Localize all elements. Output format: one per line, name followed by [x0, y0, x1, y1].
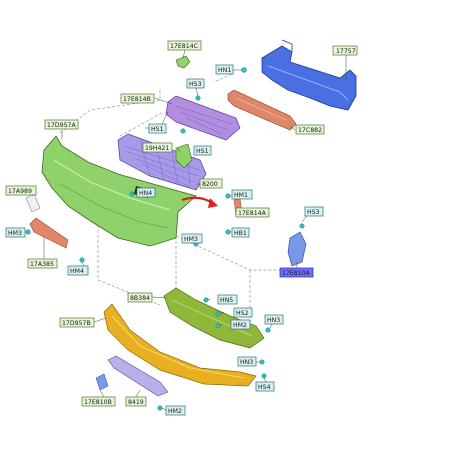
svg-text:17E810A: 17E810A	[282, 270, 311, 277]
svg-text:HS1: HS1	[196, 148, 209, 155]
direction-arrow	[181, 196, 218, 208]
fastener-hs3-right	[299, 223, 305, 229]
label-17A989[interactable]: 17A989	[5, 185, 37, 196]
part-labels: 17E814C 17757 HN1 HS3 17E814B 17D957A HS…	[5, 40, 358, 416]
label-17E814A[interactable]: 17E814A	[235, 207, 270, 218]
svg-text:17E814A: 17E814A	[238, 210, 267, 217]
fastener-hs3-top	[195, 95, 201, 101]
svg-text:17A385: 17A385	[30, 261, 54, 268]
svg-text:HS4: HS4	[258, 384, 271, 391]
label-HN1[interactable]: HN1	[215, 64, 234, 75]
svg-text:HM2: HM2	[233, 322, 247, 329]
label-HM3-left[interactable]: HM3	[5, 227, 26, 238]
grille-bracket-small[interactable]	[175, 143, 193, 169]
fastener-hm1	[225, 193, 231, 199]
fastener-hb1	[225, 229, 231, 235]
label-8419[interactable]: 8419	[125, 396, 147, 407]
lower-left-absorber[interactable]	[29, 217, 69, 249]
upper-grille-bracket[interactable]	[165, 95, 241, 141]
svg-text:17E814C: 17E814C	[170, 43, 198, 50]
label-17E814B[interactable]: 17E814B	[120, 93, 155, 104]
label-HN4[interactable]: HN4	[136, 187, 156, 198]
svg-text:HN5: HN5	[220, 297, 233, 304]
svg-text:HB1: HB1	[234, 230, 247, 237]
label-17757[interactable]: 17757	[332, 45, 358, 56]
svg-text:HS3: HS3	[189, 81, 202, 88]
label-8200[interactable]: 8200	[199, 178, 223, 189]
assembly-lines	[59, 73, 280, 340]
label-17A385[interactable]: 17A385	[27, 258, 58, 269]
svg-text:17C882: 17C882	[298, 127, 322, 134]
svg-text:8419: 8419	[128, 399, 144, 406]
label-17E810A[interactable]: 17E810A	[279, 267, 314, 278]
label-HM1[interactable]: HM1	[231, 189, 253, 200]
label-8B384[interactable]: 8B384	[127, 292, 153, 303]
label-HN3-a[interactable]: HN3	[264, 314, 284, 325]
fastener-hn5	[203, 297, 209, 303]
lower-absorber[interactable]	[163, 287, 265, 349]
label-HS3-top[interactable]: HS3	[186, 78, 205, 89]
fastener-hm2a	[215, 323, 221, 329]
svg-text:17757: 17757	[336, 48, 356, 55]
fastener-hn3b	[259, 359, 265, 365]
label-17C882[interactable]: 17C882	[295, 124, 325, 135]
svg-text:HS2: HS2	[236, 310, 249, 317]
side-bracket-17E810A[interactable]	[287, 231, 307, 267]
label-HM2-b[interactable]: HM2	[165, 405, 186, 416]
svg-text:17E810B: 17E810B	[84, 399, 112, 406]
label-HS2[interactable]: HS2	[233, 307, 253, 318]
fastener-hs4	[261, 373, 267, 379]
label-HS3-right[interactable]: HS3	[304, 206, 324, 217]
svg-text:HM3: HM3	[8, 230, 22, 237]
svg-text:HN3: HN3	[240, 359, 253, 366]
lower-lip-trim[interactable]	[107, 355, 169, 397]
lower-cover[interactable]	[103, 303, 257, 387]
label-17D957B[interactable]: 17D957B	[59, 317, 95, 328]
bumper-reinforcement[interactable]	[261, 39, 357, 111]
svg-text:19H421: 19H421	[145, 145, 169, 152]
label-HM2-a[interactable]: HM2	[230, 319, 251, 330]
fastener-hm4	[79, 257, 85, 263]
svg-text:HM1: HM1	[234, 192, 248, 199]
label-17E814C[interactable]: 17E814C	[167, 40, 202, 51]
svg-text:17D957B: 17D957B	[62, 320, 91, 327]
svg-text:HS3: HS3	[307, 209, 320, 216]
svg-text:HN3: HN3	[267, 317, 280, 324]
svg-text:HS1: HS1	[151, 126, 164, 133]
fastener-hs1a	[180, 128, 186, 134]
svg-text:HN4: HN4	[139, 190, 152, 197]
label-HN5[interactable]: HN5	[217, 294, 238, 305]
label-HS1-b[interactable]: HS1	[193, 145, 212, 156]
svg-text:HN1: HN1	[218, 67, 231, 74]
left-reflector[interactable]	[25, 193, 41, 213]
fastener-hm2b	[157, 405, 163, 411]
label-17E810B[interactable]: 17E810B	[81, 396, 116, 407]
label-17D957A[interactable]: 17D957A	[44, 119, 79, 130]
fastener-hm3-left	[25, 229, 31, 235]
label-HS4[interactable]: HS4	[255, 381, 275, 392]
lower-bracket-17E810B[interactable]	[95, 373, 109, 391]
label-HM3-mid[interactable]: HM3	[181, 233, 203, 244]
upper-bracket-part[interactable]	[175, 55, 191, 69]
svg-text:HM3: HM3	[184, 236, 198, 243]
svg-text:17E814B: 17E814B	[123, 96, 151, 103]
label-HN3-b[interactable]: HN3	[237, 356, 257, 367]
label-HS1-a[interactable]: HS1	[148, 123, 167, 134]
label-HB1[interactable]: HB1	[231, 227, 250, 238]
fastener-hn1	[241, 67, 247, 73]
upper-absorber[interactable]	[227, 89, 297, 131]
svg-text:HM4: HM4	[70, 268, 84, 275]
fastener-hs2	[215, 311, 221, 317]
svg-text:17D957A: 17D957A	[47, 122, 76, 129]
fastener-hn3a	[265, 327, 271, 333]
svg-text:17A989: 17A989	[8, 188, 32, 195]
label-HM4[interactable]: HM4	[67, 265, 89, 276]
svg-text:HM2: HM2	[168, 408, 182, 415]
svg-text:8200: 8200	[202, 181, 218, 188]
label-19H421[interactable]: 19H421	[142, 142, 173, 153]
svg-text:8B384: 8B384	[130, 295, 150, 302]
